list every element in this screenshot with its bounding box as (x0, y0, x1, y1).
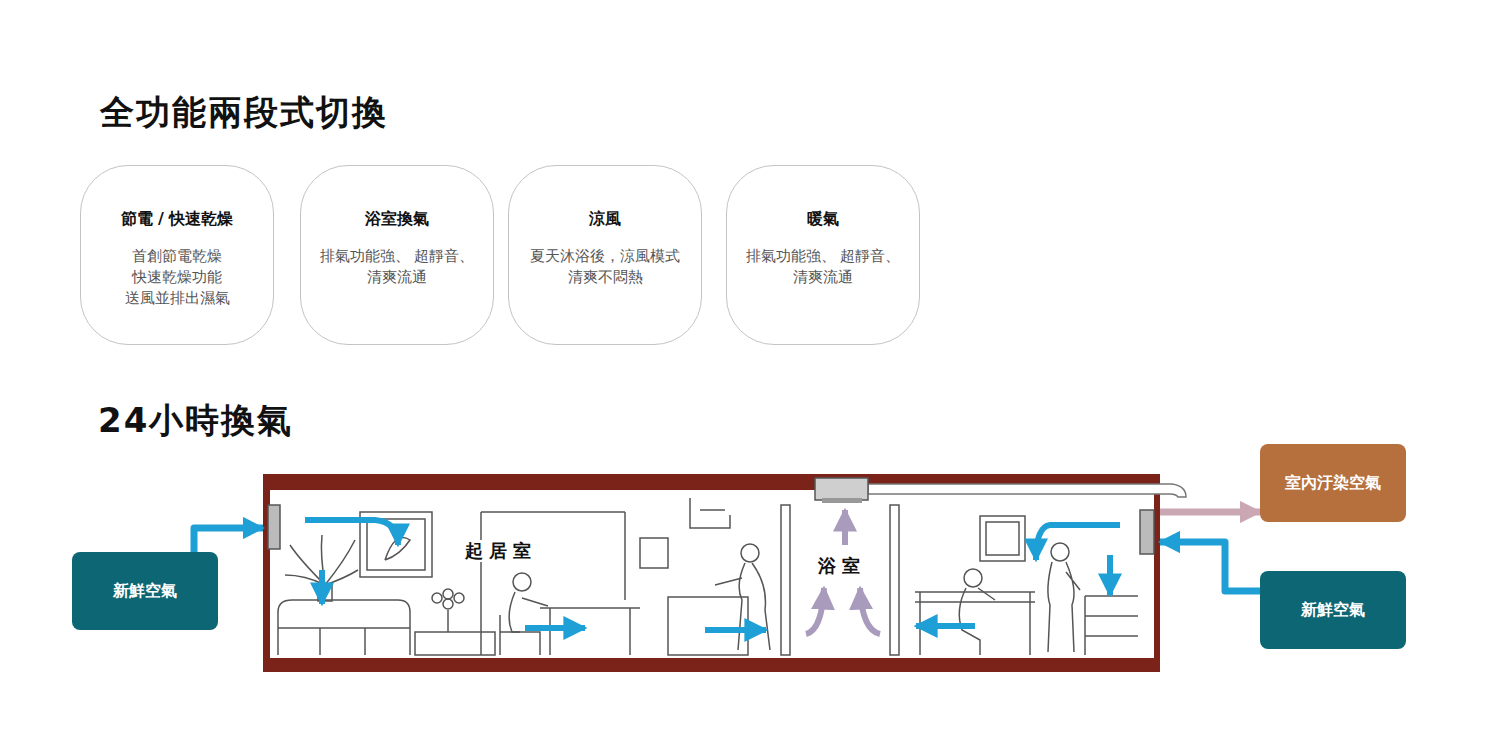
furniture (432, 593, 442, 603)
bathroom-exhaust (806, 588, 824, 634)
wall-vent (1140, 510, 1154, 554)
house-frame (263, 474, 1160, 672)
furniture (278, 498, 1138, 655)
furniture (415, 632, 495, 655)
house-frame (263, 474, 1160, 672)
section-title: 全功能兩段式切換 (100, 90, 388, 136)
bathroom-exhaust (860, 588, 880, 634)
fresh-air-box: 新鮮空氣 (1260, 571, 1406, 649)
furniture (454, 593, 464, 603)
furniture (959, 588, 995, 655)
interior-wall (890, 505, 899, 655)
card-title: 暖氣 (727, 208, 919, 230)
airflow-arrow (194, 528, 263, 552)
room-label: 起居室 (461, 540, 539, 562)
furniture (640, 538, 668, 568)
wall-vent (268, 505, 280, 549)
card-description: 排氣功能強、 超靜音、清爽流通 (743, 246, 903, 288)
furniture (1051, 543, 1069, 561)
air-label: 室內汙染空氣 (1285, 472, 1381, 494)
air-label: 新鮮空氣 (113, 580, 177, 602)
indoor-airflow (525, 625, 585, 631)
furniture (964, 569, 982, 587)
house-section: 起居室浴室 (263, 474, 1160, 672)
fresh-air-box: 新鮮空氣 (72, 552, 218, 630)
house-frame (270, 490, 1154, 658)
card-description: 排氣功能強、 超靜音、清爽流通 (317, 246, 477, 288)
ceiling-duct (815, 478, 1186, 503)
furniture (1048, 562, 1080, 652)
interior-wall (480, 512, 482, 655)
air-label: 新鮮空氣 (1301, 599, 1365, 621)
furniture (509, 592, 548, 655)
card-title: 節電 / 快速乾燥 (81, 208, 273, 230)
furniture (500, 615, 520, 655)
furniture (443, 599, 453, 609)
bathroom-exhaust (806, 510, 880, 634)
interior-wall (781, 505, 790, 655)
indoor-airflow (1107, 555, 1113, 595)
furniture (986, 522, 1019, 555)
bathroom-exhaust (842, 510, 848, 545)
ceiling-duct (815, 478, 868, 500)
indoor-airflow (916, 623, 975, 629)
furniture (540, 608, 640, 655)
indoor-airflow (305, 520, 1120, 630)
furniture (690, 498, 730, 528)
furniture (278, 600, 410, 655)
ceiling-duct (822, 498, 862, 503)
furniture (443, 589, 453, 599)
furniture (980, 516, 1025, 561)
interior-wall (481, 511, 625, 513)
furniture (513, 573, 531, 591)
indoor-airflow (305, 520, 398, 545)
airflow-arrow (1160, 542, 1260, 591)
feature-card: 暖氣排氣功能強、 超靜音、清爽流通 (726, 165, 920, 345)
section-heading: 24小時換氣 (98, 398, 293, 444)
furniture (447, 610, 449, 632)
furniture (278, 628, 410, 655)
furniture (741, 544, 759, 562)
furniture (1085, 596, 1138, 655)
indoor-airflow (1036, 525, 1120, 560)
feature-card: 涼風夏天沐浴後，涼風模式 清爽不悶熱 (508, 165, 702, 345)
furniture (915, 592, 1035, 655)
card-description: 首創節電乾燥 快速乾燥功能 送風並排出濕氣 (97, 246, 257, 309)
indoor-airflow (319, 570, 325, 604)
indoor-airflow (705, 627, 766, 633)
feature-card: 節電 / 快速乾燥首創節電乾燥 快速乾燥功能 送風並排出濕氣 (80, 165, 274, 345)
interior-wall (624, 512, 626, 600)
card-description: 夏天沐浴後，涼風模式 清爽不悶熱 (525, 246, 685, 288)
furniture (668, 597, 748, 655)
room-label: 浴室 (814, 555, 868, 577)
feature-card: 浴室換氣排氣功能強、 超靜音、清爽流通 (300, 165, 494, 345)
airflow-arrow (1160, 509, 1260, 516)
card-title: 涼風 (509, 208, 701, 230)
ceiling-duct (868, 484, 1186, 497)
polluted-air-box: 室內汙染空氣 (1260, 444, 1406, 522)
furniture (715, 563, 770, 650)
card-title: 浴室換氣 (301, 208, 493, 230)
